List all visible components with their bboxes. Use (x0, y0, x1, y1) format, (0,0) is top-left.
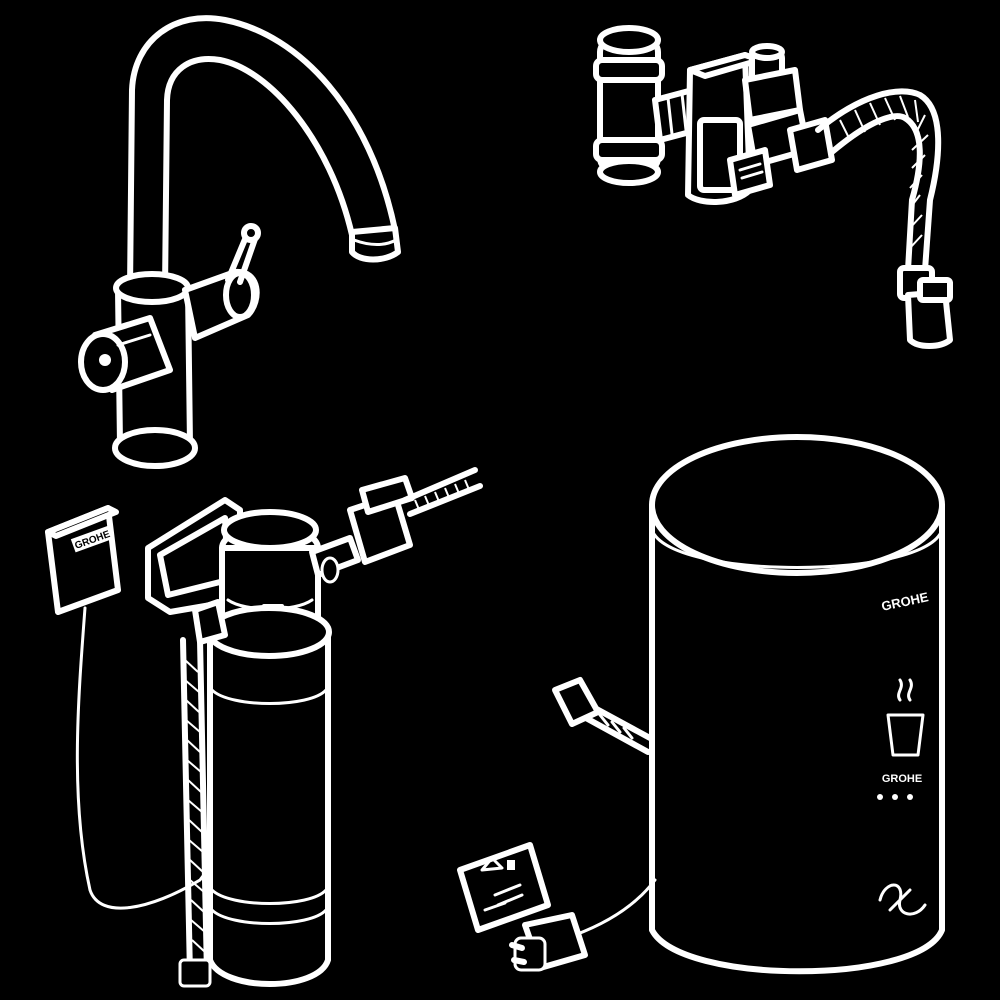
power-plug-icon (509, 912, 588, 972)
tee-valve-icon (593, 25, 953, 349)
hot-water-cup-icon (886, 678, 925, 757)
control-box-icon: GROHE (45, 505, 217, 910)
kitchen-faucet-icon (78, 15, 401, 469)
warning-label-icon (457, 842, 551, 933)
boiler-brand-small: GROHE (882, 773, 922, 785)
boiler-tank-icon: GROHE GROHE (552, 434, 945, 975)
boiler-emblem-icon (878, 883, 927, 916)
water-filter-icon (145, 467, 483, 988)
indicator-dots (877, 794, 913, 800)
